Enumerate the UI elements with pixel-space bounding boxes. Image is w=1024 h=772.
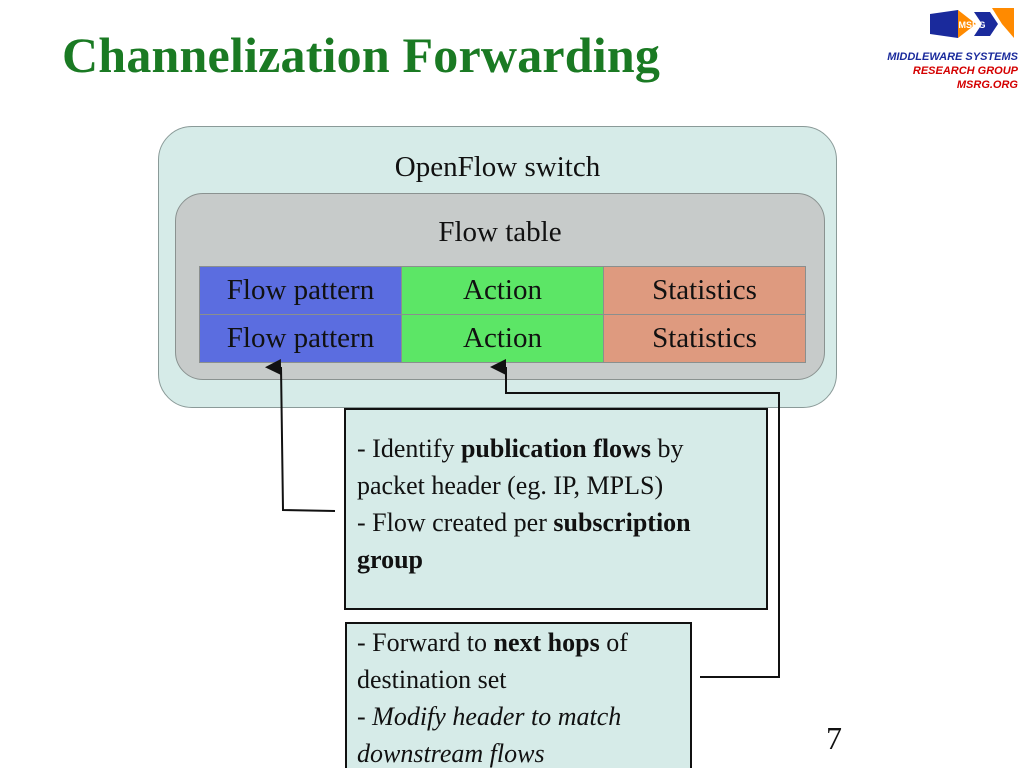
pattern-callout-line-2: - Flow created per subscription group bbox=[357, 508, 691, 574]
flow-pattern-cell: Flow pattern bbox=[199, 266, 402, 315]
org-line-3: MSRG.ORG bbox=[956, 79, 1018, 91]
statistics-cell: Statistics bbox=[603, 266, 806, 315]
pattern-callout-box: - Identify publication flows by packet h… bbox=[344, 408, 768, 610]
action-cell: Action bbox=[401, 266, 604, 315]
action-connector-arrow bbox=[490, 359, 780, 678]
org-line-1: MIDDLEWARE SYSTEMS bbox=[887, 51, 1018, 63]
flow-row: Flow pattern Action Statistics bbox=[199, 266, 806, 315]
publication-flows-emphasis: publication flows bbox=[460, 434, 651, 463]
next-hops-emphasis: next hops bbox=[493, 628, 600, 657]
org-line-2: RESEARCH GROUP bbox=[912, 65, 1018, 77]
flow-table-label: Flow table bbox=[438, 216, 562, 248]
org-name: MIDDLEWARE SYSTEMS RESEARCH GROUP MSRG.O… bbox=[887, 50, 1018, 92]
pattern-connector-arrow bbox=[265, 359, 336, 512]
slide-title: Channelization Forwarding bbox=[62, 27, 661, 83]
msrg-logo: MSRG bbox=[928, 8, 1016, 40]
flow-pattern-cell: Flow pattern bbox=[199, 314, 402, 363]
switch-label: OpenFlow switch bbox=[394, 151, 601, 183]
statistics-cell: Statistics bbox=[603, 314, 806, 363]
action-callout-line-2: - Modify header to match downstream flow… bbox=[357, 702, 622, 768]
logo-text: MSRG bbox=[959, 20, 986, 30]
modify-header-emphasis: Modify header to match downstream flows bbox=[357, 702, 622, 768]
pattern-callout-line-1: - Identify publication flows by packet h… bbox=[357, 434, 684, 500]
subscription-group-emphasis: subscription group bbox=[357, 508, 691, 574]
action-callout-line-1: - Forward to next hops of destination se… bbox=[357, 628, 628, 694]
flow-table-grid: Flow pattern Action Statistics Flow patt… bbox=[199, 266, 806, 363]
flow-table: Flow table Flow pattern Action Statistic… bbox=[175, 193, 825, 380]
flow-row: Flow pattern Action Statistics bbox=[199, 314, 806, 363]
page-number: 7 bbox=[826, 720, 842, 756]
action-callout-box: - Forward to next hops of destination se… bbox=[345, 622, 692, 768]
openflow-switch: OpenFlow switch Flow table Flow pattern … bbox=[158, 126, 837, 408]
